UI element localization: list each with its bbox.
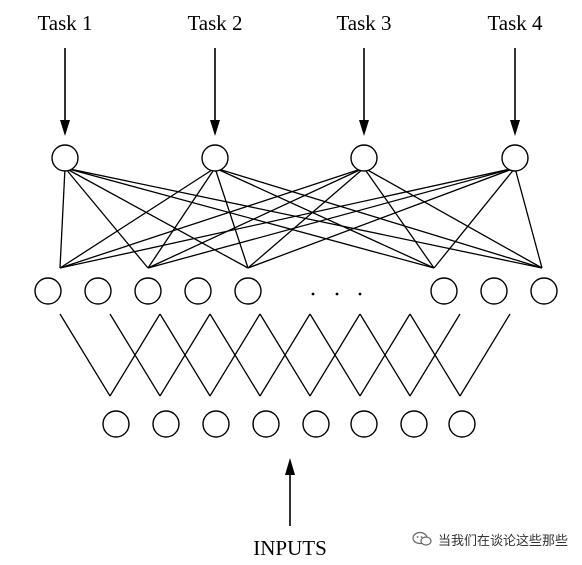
task-label-1: Task 1	[37, 11, 92, 35]
inputs-arrow-head	[285, 458, 295, 475]
task-label-4: Task 4	[487, 11, 543, 35]
edge-in-r8	[459, 313, 511, 397]
edge-out4-h5	[514, 167, 543, 269]
edge-out3-h4	[363, 167, 435, 269]
edge-out3-h1	[59, 167, 365, 269]
edge-in-l7	[359, 313, 411, 397]
output-node-2	[201, 144, 229, 172]
task-labels: Task 1 Task 2 Task 3 Task 4	[37, 11, 543, 35]
edge-out4-h4	[433, 167, 516, 269]
edge-out1-h5	[64, 167, 543, 269]
input-to-hidden-edges	[59, 313, 511, 397]
edge-out2-h2	[147, 167, 216, 269]
watermark-text: 当我们在谈论这些那些	[437, 533, 568, 549]
hidden-node-6	[430, 277, 458, 305]
ellipsis-dot-3	[358, 292, 362, 296]
inputs-label: INPUTS	[253, 536, 327, 560]
task-arrows	[60, 48, 520, 136]
hidden-to-output-edges	[59, 167, 543, 269]
edge-in-l5	[259, 313, 311, 397]
input-node-6	[350, 410, 378, 438]
task-arrow-head-2	[210, 120, 220, 136]
input-node-8	[448, 410, 476, 438]
edge-out4-h2	[147, 167, 516, 269]
inputs-arrow	[285, 458, 295, 526]
hidden-node-5	[234, 277, 262, 305]
edge-in-l8	[409, 313, 461, 397]
input-node-7	[400, 410, 428, 438]
edge-out2-h3	[214, 167, 249, 269]
task-label-3: Task 3	[336, 11, 391, 35]
edge-out3-h3	[247, 167, 365, 269]
edge-out1-h4	[64, 167, 435, 269]
chat-bubble-icon	[412, 531, 432, 546]
hidden-layer	[34, 277, 558, 305]
hidden-node-4	[184, 277, 212, 305]
hidden-layer-ellipsis	[311, 292, 362, 296]
input-layer	[102, 410, 476, 438]
ellipsis-dot-1	[311, 292, 315, 296]
hidden-node-8	[530, 277, 558, 305]
edge-out1-h1	[59, 167, 66, 269]
edge-out4-h3	[247, 167, 516, 269]
hidden-node-3	[134, 277, 162, 305]
edge-in-l4	[209, 313, 261, 397]
input-node-2	[152, 410, 180, 438]
edge-out3-h5	[363, 167, 543, 269]
hidden-node-2	[84, 277, 112, 305]
watermark: 当我们在谈论这些那些	[412, 528, 568, 550]
input-node-4	[252, 410, 280, 438]
task-arrow-head-1	[60, 120, 70, 136]
hidden-node-1	[34, 277, 62, 305]
edge-in-l6	[309, 313, 361, 397]
edge-out3-h2	[147, 167, 365, 269]
edge-out2-h4	[214, 167, 435, 269]
input-node-1	[102, 410, 130, 438]
edge-out2-h5	[214, 167, 543, 269]
ellipsis-dot-2	[335, 292, 339, 296]
output-layer	[51, 144, 529, 172]
output-node-1	[51, 144, 79, 172]
hidden-node-7	[480, 277, 508, 305]
input-node-3	[202, 410, 230, 438]
task-label-2: Task 2	[187, 11, 242, 35]
edge-in-l2	[109, 313, 161, 397]
edge-out4-h1	[59, 167, 516, 269]
task-arrow-head-4	[510, 120, 520, 136]
edge-out1-h3	[64, 167, 249, 269]
task-arrow-head-3	[359, 120, 369, 136]
output-node-4	[501, 144, 529, 172]
input-node-5	[302, 410, 330, 438]
edge-in-l1	[59, 313, 111, 397]
edge-in-l3	[159, 313, 211, 397]
output-node-3	[350, 144, 378, 172]
edge-out2-h1	[59, 167, 216, 269]
